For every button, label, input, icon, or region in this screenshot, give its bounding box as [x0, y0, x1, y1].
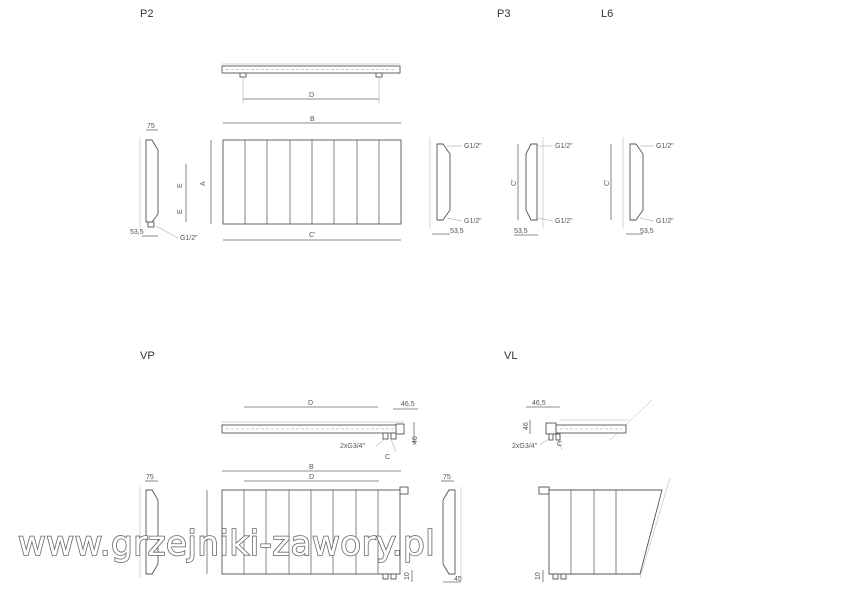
dim-label-46-5-vl: 46,5 — [532, 400, 546, 407]
dim-label-53-5-p3b: 53,5 — [514, 228, 528, 235]
vl-front-view: 10 — [535, 477, 671, 582]
dim-label-10-vl: 10 — [535, 572, 542, 580]
dim-label-d: D — [309, 92, 314, 99]
dim-label-53-5-p3: 53,5 — [450, 228, 464, 235]
p2-side-view: 75 E E 53,5 G1/2" — [130, 123, 198, 242]
watermark-text: www.grzejniki-zawory.pl — [18, 524, 435, 564]
section-label-vp: VP — [140, 350, 155, 362]
section-label-l6: L6 — [601, 8, 613, 20]
dim-label-53-5-p2: 53,5 — [130, 229, 144, 236]
dim-label-g34-vl: 2xG3/4" — [512, 443, 538, 450]
dim-label-a: A — [200, 181, 207, 186]
vp-front-view: B D 10 — [206, 464, 413, 582]
dim-label-e-upper: E — [177, 183, 184, 188]
dim-label-75-vp-right: 75 — [443, 474, 451, 481]
dim-label-53-5-l6: 53,5 — [640, 228, 654, 235]
dim-label-75-vp-left: 75 — [146, 474, 154, 481]
dim-label-45-vp: 45 — [454, 576, 462, 583]
dim-label-46-vl: 46 — [523, 422, 530, 430]
section-label-p2: P2 — [140, 8, 153, 20]
dim-label-b: B — [310, 116, 315, 123]
dim-label-10-vp: 10 — [404, 572, 411, 580]
dim-label-c-vp: C — [385, 454, 390, 461]
dim-label-d-vp-top: D — [308, 400, 313, 407]
dim-label-g12-p3b-top: G1/2" — [555, 143, 573, 150]
l6-side-view: C' G1/2" G1/2" 53,5 — [604, 137, 674, 235]
vp-top-view: D 46,5 46 2xG3/4" C — [221, 400, 419, 461]
dim-label-46-5-vp: 46,5 — [401, 401, 415, 408]
section-label-vl: VL — [504, 350, 517, 362]
dim-label-c-vl: C — [557, 441, 562, 448]
dim-label-e-lower: E — [177, 209, 184, 214]
dim-label-g12-p3-bottom: G1/2" — [464, 218, 482, 225]
dim-label-46-vp: 46 — [412, 436, 419, 444]
dim-label-75-p2: 75 — [147, 123, 155, 130]
dim-label-c-prime: C' — [309, 232, 315, 239]
dim-label-b-vp: B — [309, 464, 314, 471]
dim-label-c-prime-p3: C' — [511, 180, 518, 186]
p3-side-view: G1/2" G1/2" 53,5 — [429, 137, 482, 235]
dim-label-d-vp: D — [309, 474, 314, 481]
section-label-p3: P3 — [497, 8, 510, 20]
dim-label-g12-p3b-bottom: G1/2" — [555, 218, 573, 225]
vp-left-side-view: 75 — [139, 474, 159, 578]
vl-top-view: 46,5 46 2xG3/4" C — [512, 399, 653, 451]
p3-front-view: C' G1/2" G1/2" 53,5 — [511, 137, 573, 236]
dim-label-c-prime-l6: C' — [604, 180, 611, 186]
vp-right-side-view: 75 45 — [441, 474, 462, 583]
dim-label-g12-p3-top: G1/2" — [464, 143, 482, 150]
dim-label-g34-vp: 2xG3/4" — [340, 443, 366, 450]
p2-front-view: B A C' — [200, 116, 402, 241]
dim-label-g12-p2: G1/2" — [180, 235, 198, 242]
p2-top-view: D — [221, 63, 401, 103]
dim-label-g12-l6-top: G1/2" — [656, 143, 674, 150]
dim-label-g12-l6-bottom: G1/2" — [656, 218, 674, 225]
